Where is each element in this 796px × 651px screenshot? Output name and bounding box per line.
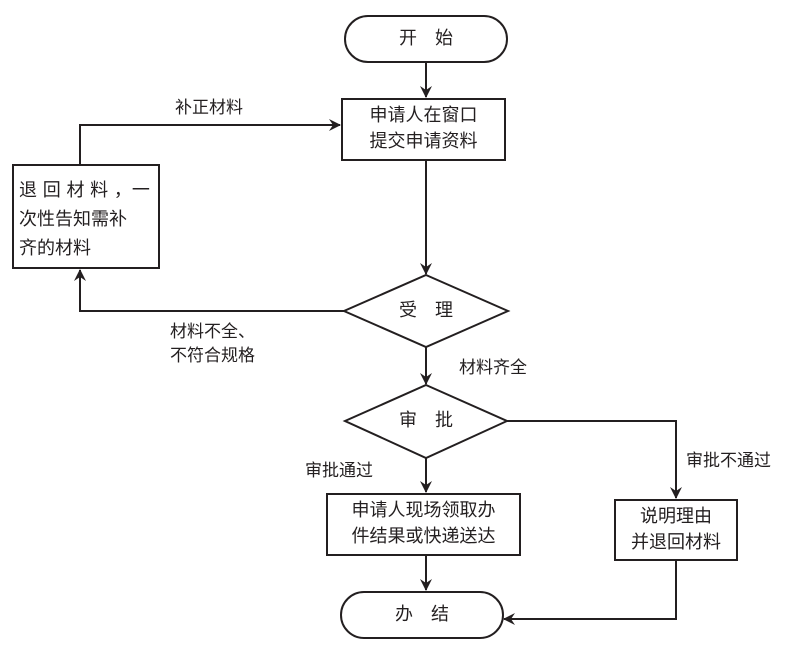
edge-label-incomplete-line1: 材料不全、: [170, 322, 255, 342]
node-collect-label: 申请人现场领取办 件结果或快递送达: [327, 498, 520, 550]
edge-label-approved: 审批通过: [305, 461, 373, 481]
node-accept-label: 受 理: [399, 300, 453, 321]
edge-label-complete: 材料齐全: [459, 358, 527, 378]
node-submit-line2: 提交申请资料: [369, 131, 478, 152]
node-finish-label: 办 结: [395, 604, 449, 625]
node-collect-line2: 件结果或快递送达: [351, 526, 496, 547]
edge-label-incomplete: 材料不全、 不符合规格: [170, 320, 255, 368]
node-collect-line1: 申请人现场领取办: [351, 500, 496, 521]
node-submit-label: 申请人在窗口 提交申请资料: [342, 103, 505, 155]
node-explain-label: 说明理由 并退回材料: [615, 504, 737, 556]
node-return-line1: 退 回 材 料 ，一: [19, 180, 150, 201]
edge-explain-to-finish: [503, 560, 677, 625]
node-accept: [341, 273, 511, 349]
node-submit-line1: 申请人在窗口: [369, 105, 478, 126]
node-return-line3: 齐的材料: [19, 238, 91, 259]
node-explain-line2: 并退回材料: [631, 532, 721, 553]
node-review-label: 审 批: [399, 410, 453, 431]
node-explain: [614, 499, 738, 561]
node-return-materials: [12, 164, 160, 269]
edge-label-incomplete-line2: 不符合规格: [170, 346, 255, 366]
edge-return-to-submit: [79, 119, 341, 165]
node-start: [344, 15, 508, 63]
node-submit: [341, 98, 506, 161]
edge-label-rejected: 审批不通过: [686, 451, 771, 471]
node-finish: [340, 591, 504, 639]
edge-label-supplement: 补正材料: [175, 98, 243, 118]
node-collect: [326, 493, 521, 556]
node-explain-line1: 说明理由: [640, 506, 712, 527]
node-start-label: 开 始: [399, 28, 453, 49]
node-return-line2: 次性告知需补: [19, 209, 127, 230]
edge-accept-to-return: [74, 269, 344, 312]
node-review: [342, 383, 510, 460]
edge-review-to-explain: [507, 420, 682, 499]
node-return-materials-label: 退 回 材 料 ，一 次性告知需补 齐的材料: [19, 176, 159, 263]
